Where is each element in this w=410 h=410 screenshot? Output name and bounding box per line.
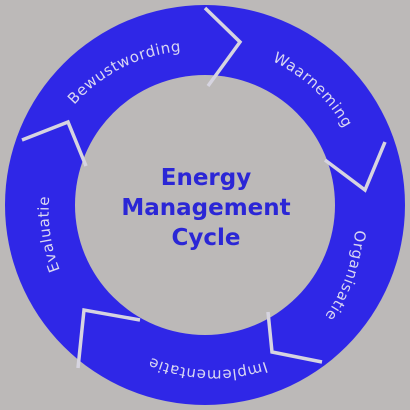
center-title-line-1: Energy (161, 165, 251, 191)
divider-chevron (76, 307, 141, 369)
center-disc (75, 75, 335, 335)
divider-chevron (21, 119, 88, 167)
divider-chevron (266, 311, 323, 364)
divider-chevron (323, 141, 387, 193)
center-title-line-3: Cycle (172, 225, 241, 251)
divider-chevron (203, 6, 243, 88)
center-title-line-2: Management (121, 195, 290, 221)
